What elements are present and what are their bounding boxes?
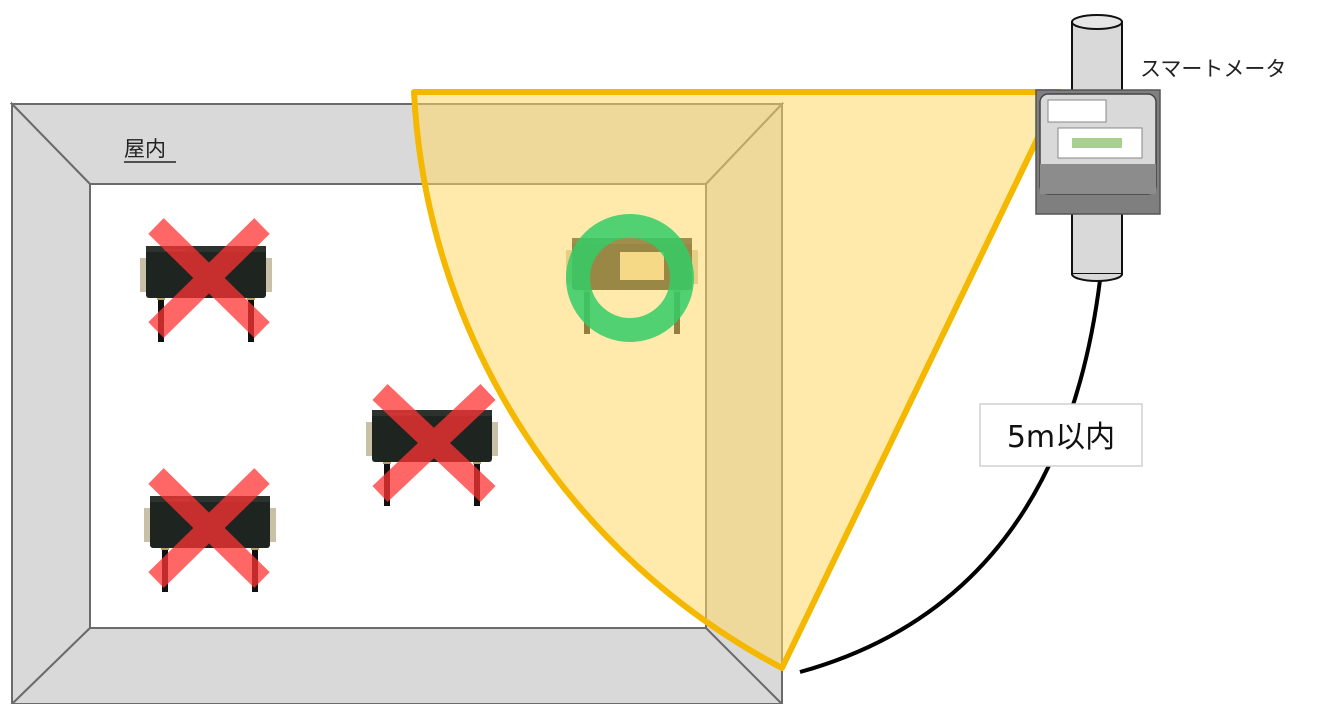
cross-mark-icon bbox=[148, 468, 270, 588]
circle-mark-icon bbox=[566, 214, 694, 342]
smart-meter-icon bbox=[1035, 14, 1161, 282]
distance-arc bbox=[799, 279, 1102, 674]
smart-meter-label: スマートメータ bbox=[1140, 57, 1286, 81]
wall-bottom bbox=[10, 627, 784, 704]
range-sector bbox=[411, 89, 1063, 671]
cross-mark-icon bbox=[148, 218, 270, 338]
cross-mark-icon bbox=[372, 384, 496, 502]
wall-left bbox=[11, 101, 91, 704]
distance-label: 5m以内 bbox=[1007, 420, 1115, 455]
distance-label-box bbox=[979, 403, 1143, 467]
room-label: 屋内 bbox=[124, 137, 166, 161]
